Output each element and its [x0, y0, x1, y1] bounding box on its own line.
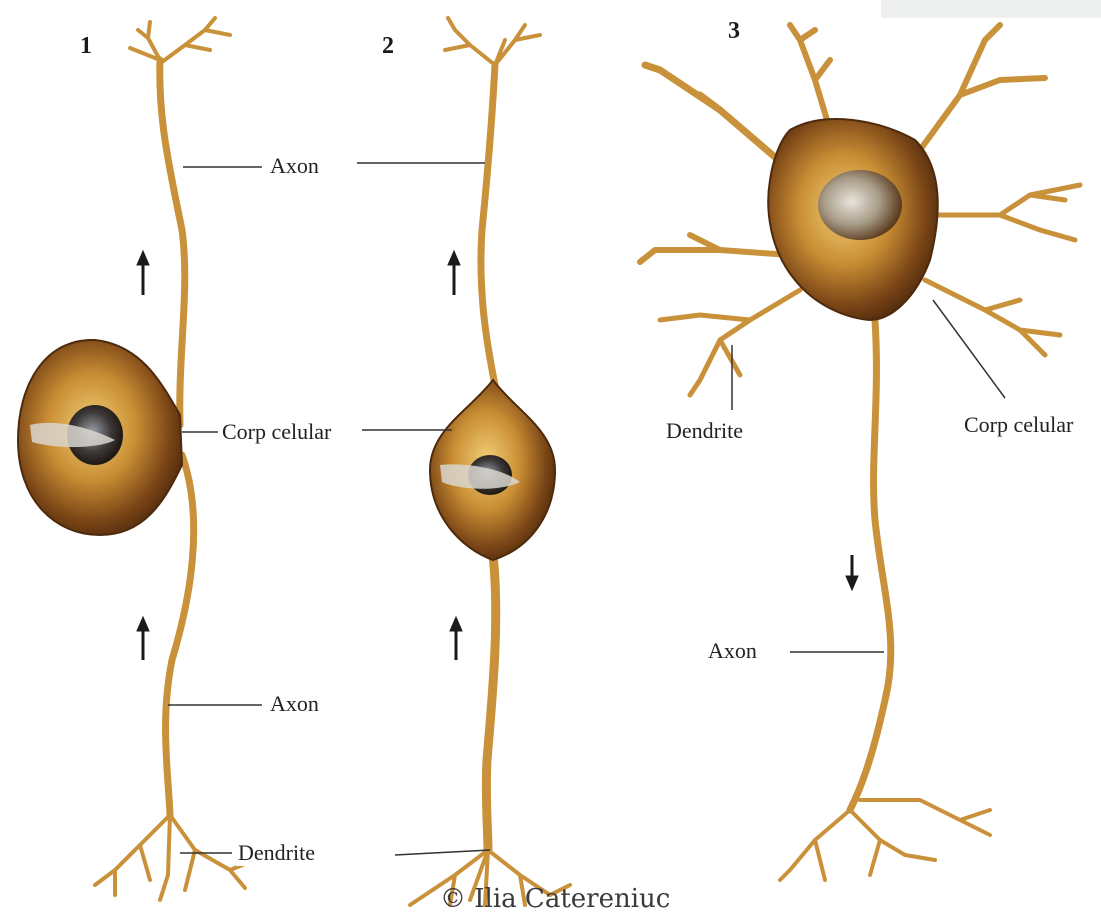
figure-number-2: 2: [382, 33, 394, 60]
label-cell-body-3: Corp celular: [962, 412, 1075, 438]
label-axon-bottom: Axon: [268, 691, 321, 717]
label-dendrite-1: Dendrite: [236, 840, 317, 866]
label-dendrite-3: Dendrite: [664, 418, 745, 444]
figure-number-1: 1: [80, 33, 92, 60]
label-axon-3: Axon: [706, 638, 759, 664]
copyright-watermark: © Ilia Catereniuc: [440, 884, 670, 914]
nucleus-3: [818, 170, 902, 240]
label-cell-body-1: Corp celular: [220, 419, 333, 445]
label-axon-top: Axon: [268, 153, 321, 179]
figure-number-3: 3: [728, 18, 740, 45]
